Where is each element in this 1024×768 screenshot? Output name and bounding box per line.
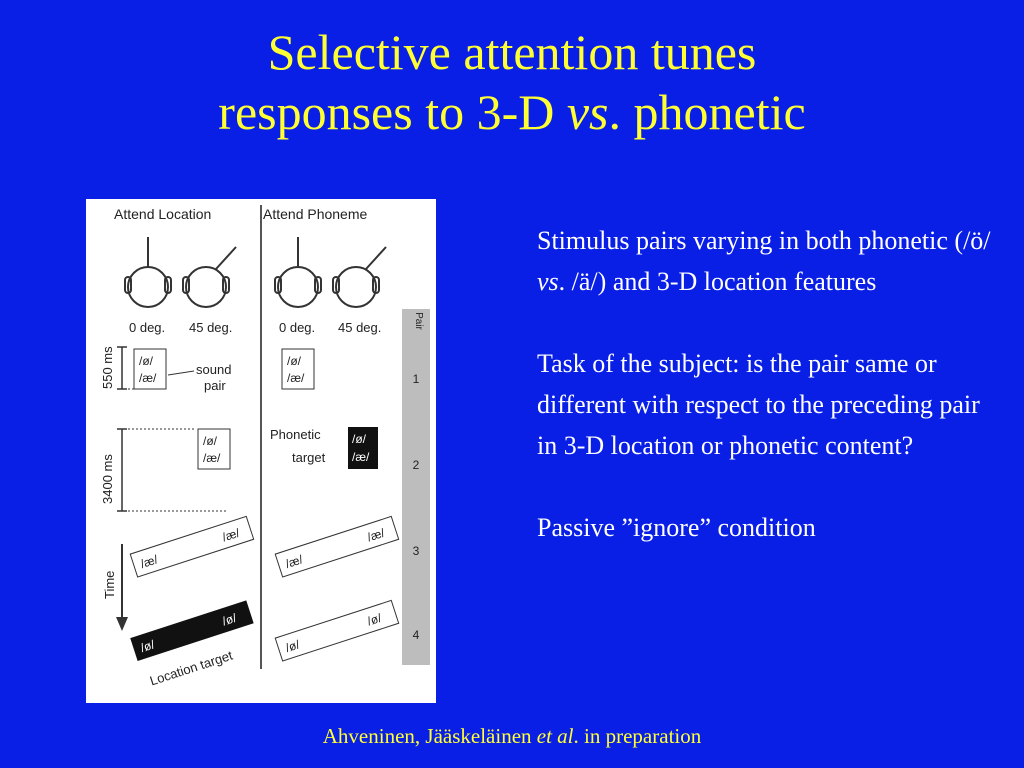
citation-authors: Ahveninen, Jääskeläinen — [322, 724, 537, 748]
sound-box-pair2-left — [197, 428, 231, 470]
paragraph-stimulus: Stimulus pairs varying in both phonetic … — [537, 220, 997, 302]
title-line-2-start: responses to 3-D — [218, 84, 567, 140]
phoneme-ae: /æ/ — [287, 371, 305, 385]
phoneme-ae: /æ/ — [203, 451, 221, 465]
pair-number-2: 2 — [413, 458, 420, 472]
phoneme-ae: /æ/ — [139, 371, 157, 385]
label-sound: sound — [196, 362, 231, 377]
location-target-label-group: Location target — [148, 648, 235, 689]
p1-start: Stimulus pairs varying in both phonetic … — [537, 226, 991, 255]
label-time: Time — [102, 571, 117, 599]
phoneme-o: /ø/ — [284, 637, 302, 655]
p1-end: . /ä/) and 3-D location features — [558, 267, 877, 296]
timing-bracket-3400 — [117, 428, 127, 512]
phoneme-ae: /æ/ — [221, 526, 242, 545]
pair-column — [402, 309, 430, 665]
slide-title: Selective attention tunes responses to 3… — [0, 22, 1024, 142]
phonetic-target-box — [348, 427, 378, 469]
sound-box-pair1-right — [281, 348, 315, 390]
label-pair: pair — [204, 378, 226, 393]
deg-0-left: 0 deg. — [129, 320, 165, 335]
label-location-target: Location target — [148, 648, 235, 689]
col-header-attend-phoneme: Attend Phoneme — [263, 206, 368, 222]
col-header-attend-location: Attend Location — [114, 206, 211, 222]
pair-number-1: 1 — [413, 372, 420, 386]
phoneme-ae: /æ/ — [284, 552, 305, 571]
phoneme-o: /ø/ — [287, 354, 302, 368]
phoneme-ae: /æ/ — [139, 552, 160, 571]
paragraph-passive: Passive ”ignore” condition — [537, 513, 816, 542]
title-vs: vs — [566, 84, 609, 140]
phoneme-o: /ø/ — [139, 354, 154, 368]
slide-body: Stimulus pairs varying in both phonetic … — [537, 220, 997, 548]
phoneme-o: /ø/ — [139, 637, 157, 655]
deg-45-left: 45 deg. — [189, 320, 232, 335]
sound-box-pair1-left — [133, 348, 167, 390]
title-line-2-end: . phonetic — [608, 84, 806, 140]
citation-end: . in preparation — [573, 724, 702, 748]
title-line-2: responses to 3-D vs. phonetic — [0, 82, 1024, 142]
label-target: target — [292, 450, 326, 465]
deg-0-right: 0 deg. — [279, 320, 315, 335]
phoneme-ae: /æ/ — [352, 450, 370, 464]
pair-number-3: 3 — [413, 544, 420, 558]
location-target-box: /ø/ /ø/ — [130, 600, 254, 661]
p1-vs: vs — [537, 267, 559, 296]
phoneme-o: /ø/ — [366, 611, 384, 629]
head-0deg-right — [274, 237, 322, 308]
head-0deg-left — [124, 237, 172, 308]
paragraph-task: Task of the subject: is the pair same or… — [537, 349, 980, 460]
label-3400ms: 3400 ms — [100, 454, 115, 504]
sound-box-pair3-left: /æ/ /æ/ — [129, 515, 255, 578]
citation-etal: et al — [536, 724, 574, 748]
head-45deg-left — [182, 246, 237, 308]
label-phonetic: Phonetic — [270, 427, 321, 442]
deg-45-right: 45 deg. — [338, 320, 381, 335]
phoneme-ae: /æ/ — [366, 526, 387, 545]
timing-bracket-550 — [117, 346, 127, 390]
phoneme-o: /ø/ — [221, 611, 239, 629]
title-line-1: Selective attention tunes — [267, 24, 757, 80]
time-arrow-head — [116, 617, 128, 631]
phoneme-o: /ø/ — [203, 434, 218, 448]
pair-number-4: 4 — [413, 628, 420, 642]
pair-header: Pair — [413, 312, 424, 330]
head-45deg-right — [332, 246, 387, 308]
diagram-svg: Attend Location Attend Phoneme 0 deg. 45… — [100, 205, 430, 689]
sound-box-pair4-right: /ø/ /ø/ — [274, 599, 400, 662]
citation: Ahveninen, Jääskeläinen et al. in prepar… — [0, 724, 1024, 749]
phoneme-o: /ø/ — [352, 432, 367, 446]
experiment-diagram: Attend Location Attend Phoneme 0 deg. 45… — [86, 199, 436, 703]
sound-pair-pointer — [167, 370, 195, 376]
label-550ms: 550 ms — [100, 346, 115, 389]
sound-box-pair3-right: /æ/ /æ/ — [274, 515, 400, 578]
